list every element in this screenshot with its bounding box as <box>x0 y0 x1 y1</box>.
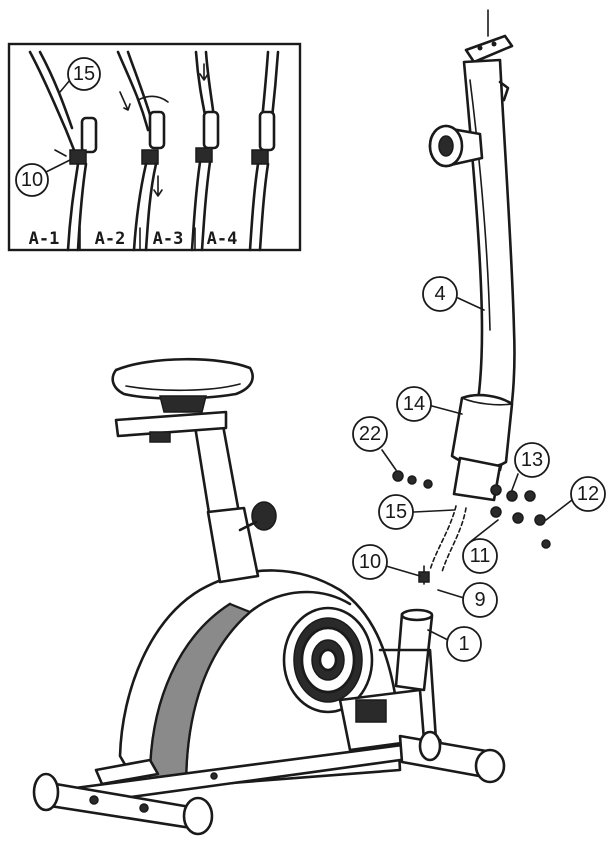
svg-text:14: 14 <box>403 393 425 415</box>
svg-text:12: 12 <box>577 483 599 505</box>
step-label-a2: A-2 <box>95 229 126 249</box>
step-label-a1: A-1 <box>29 229 60 249</box>
part-callouts: 4 14 22 13 12 15 11 <box>352 276 606 662</box>
cable-assembly <box>418 505 467 585</box>
svg-text:4: 4 <box>434 283 445 305</box>
callout-12: 12 <box>570 476 606 512</box>
handlebar-post <box>428 9 516 502</box>
callout-1: 1 <box>446 626 482 662</box>
seat-assembly <box>111 357 277 584</box>
svg-text:10: 10 <box>359 551 381 573</box>
callout-14: 14 <box>396 386 432 422</box>
callout-4: 4 <box>422 276 458 312</box>
bike-frame <box>32 569 506 836</box>
step-a3-drawing <box>153 50 220 252</box>
callout-10-inset: 10 <box>15 163 49 197</box>
step-label-a4: A-4 <box>207 229 238 249</box>
callout-15: 15 <box>378 494 414 530</box>
callout-11: 11 <box>462 538 498 574</box>
callout-9: 9 <box>462 582 498 618</box>
cable-connection-inset: 15 10 A-1 A-2 A-3 A-4 <box>7 42 302 252</box>
svg-text:15: 15 <box>73 63 95 85</box>
callout-13: 13 <box>514 442 550 478</box>
callout-10: 10 <box>352 544 388 580</box>
step-a1-drawing <box>28 50 98 252</box>
callout-22: 22 <box>352 416 388 452</box>
svg-text:22: 22 <box>359 423 381 445</box>
bolts-and-washers <box>392 470 551 549</box>
svg-text:9: 9 <box>474 589 485 611</box>
svg-text:13: 13 <box>521 449 543 471</box>
step-label-a3: A-3 <box>153 229 184 249</box>
svg-text:11: 11 <box>470 545 491 567</box>
step-a4-drawing <box>248 50 280 252</box>
svg-text:10: 10 <box>21 169 43 191</box>
svg-text:1: 1 <box>458 633 469 655</box>
step-a2-drawing <box>116 50 169 252</box>
svg-text:15: 15 <box>385 501 407 523</box>
callout-15-inset: 15 <box>67 57 101 91</box>
